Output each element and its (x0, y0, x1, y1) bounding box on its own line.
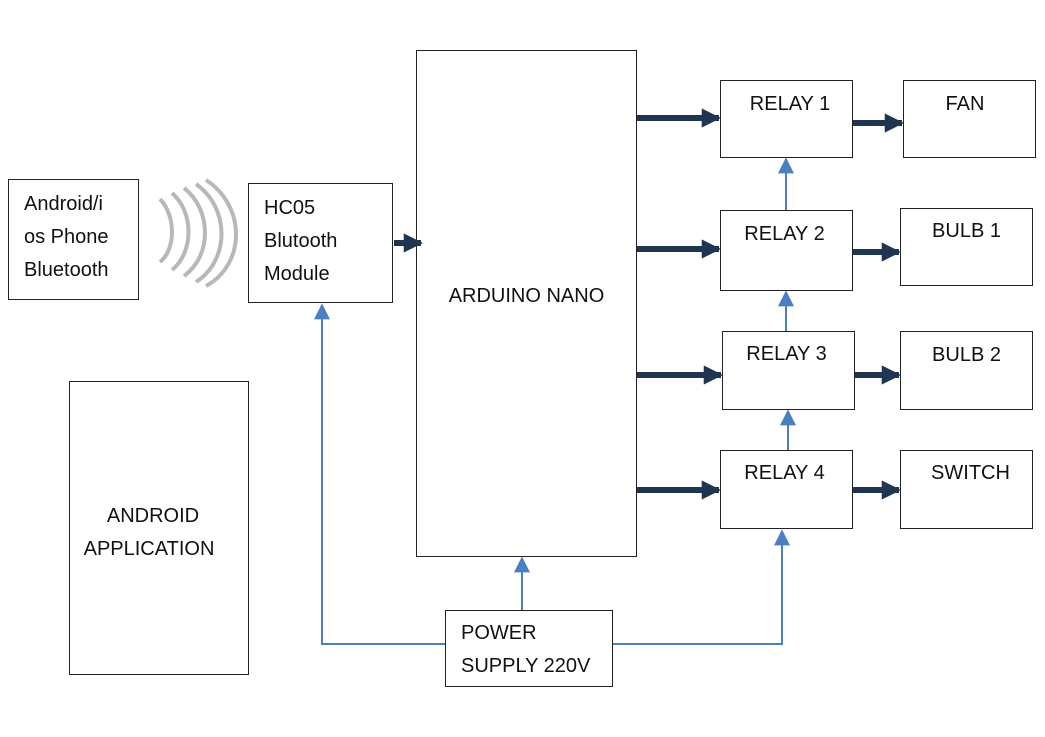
relay-1-label: RELAY 1 (749, 93, 831, 115)
relay-2-label: RELAY 2 (744, 223, 825, 245)
phone-label-line-3: Bluetooth (24, 259, 109, 281)
power-supply-label-line-2: SUPPLY 220V (461, 655, 591, 677)
wave-arc-3 (182, 186, 207, 278)
phone-bluetooth-block (8, 179, 139, 300)
relay-4-label: RELAY 4 (744, 462, 825, 484)
wave-arc-4 (194, 182, 224, 284)
relay-3-label: RELAY 3 (746, 343, 827, 365)
wave-arc-1 (158, 197, 174, 264)
android-application-block (69, 381, 249, 675)
hc05-label-line-1: HC05 (264, 197, 316, 219)
fan-block (903, 80, 1036, 158)
hc05-label-line-3: Module (264, 263, 330, 285)
power-supply-label-line-1: POWER (461, 622, 537, 644)
fan-label: FAN (945, 93, 985, 115)
hc05-label-line-2: Blutooth (264, 230, 338, 252)
bulb-1-label: BULB 1 (932, 220, 1001, 242)
arduino-nano-label: ARDUINO NANO (448, 285, 605, 307)
android-app-label-line-2: APPLICATION (83, 538, 215, 560)
bulb-2-label: BULB 2 (932, 344, 1001, 366)
relay-3-block (722, 331, 855, 410)
bluetooth-signal-waves-icon (158, 178, 238, 288)
switch-label: SWITCH (931, 462, 1010, 484)
phone-label-line-2: os Phone (24, 226, 109, 248)
phone-label-line-1: Android/i (24, 193, 103, 215)
hc05-module-block (248, 183, 393, 303)
bulb-1-block (900, 208, 1033, 286)
android-app-label-line-1: ANDROID (106, 505, 200, 527)
power-supply-block (445, 610, 613, 687)
bulb-2-block (900, 331, 1033, 410)
wave-arc-5 (204, 178, 238, 288)
relay-1-block (720, 80, 853, 158)
power-to-relay-4-line (613, 529, 790, 645)
wave-arc-2 (170, 191, 191, 272)
